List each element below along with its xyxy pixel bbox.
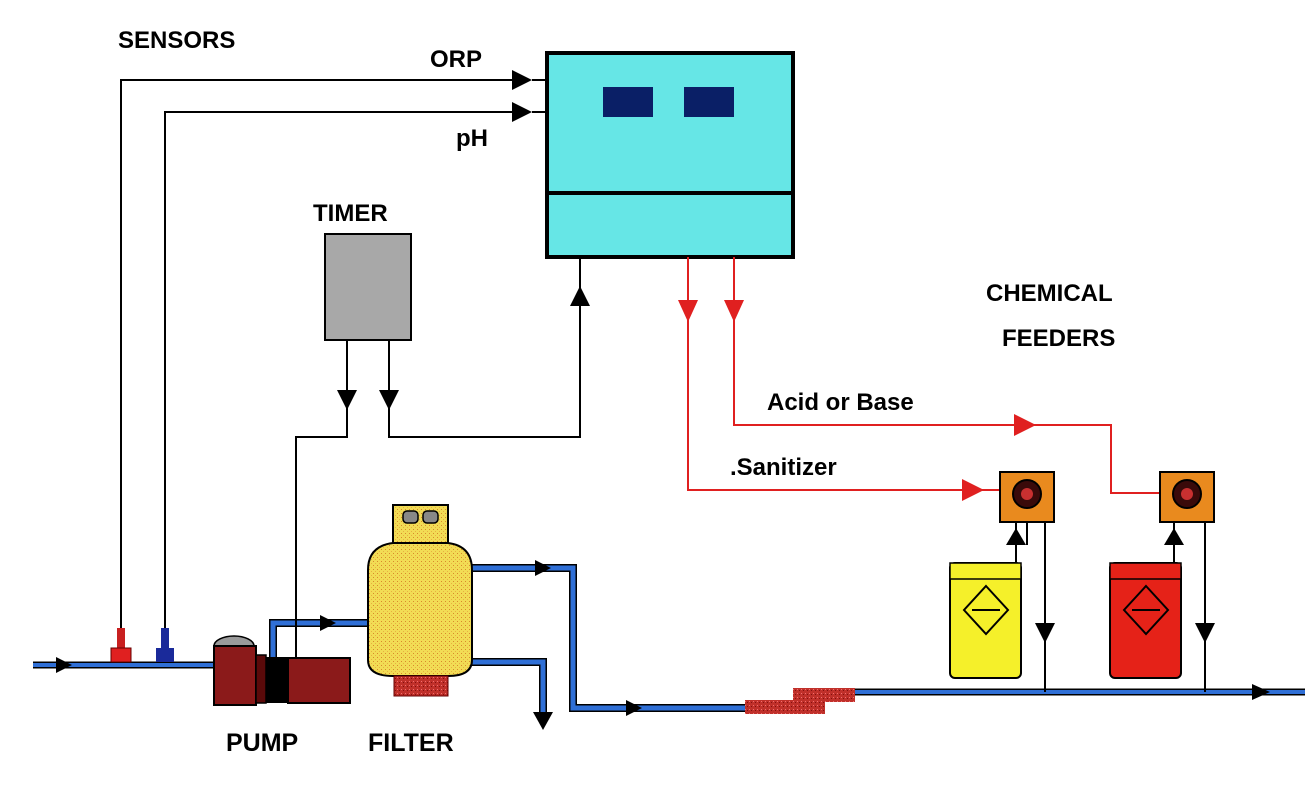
controller — [545, 51, 795, 259]
controller-display-left — [603, 87, 653, 117]
arrow-down-icon — [1035, 623, 1055, 643]
ph-label: pH — [456, 125, 488, 152]
arrow-right-icon — [1014, 414, 1036, 436]
arrow-down-icon — [533, 712, 553, 730]
timer-box — [324, 233, 412, 341]
arrow-right-icon — [512, 102, 532, 122]
timer-label: TIMER — [313, 200, 388, 227]
arrow-down-icon — [724, 300, 744, 322]
filter-drain-pipe — [470, 658, 547, 712]
arrow-right-icon — [535, 560, 551, 576]
arrow-right-icon — [512, 70, 532, 90]
pump — [213, 635, 351, 706]
pump-label: PUMP — [226, 729, 298, 757]
arrow-right-icon — [962, 479, 984, 501]
arrow-down-icon — [379, 390, 399, 410]
arrow-up-icon — [1164, 528, 1184, 545]
chemical-lines — [687, 257, 1160, 494]
chemical-feeders-label-line1: CHEMICAL — [986, 280, 1113, 307]
sensors-label: SENSORS — [118, 27, 235, 54]
arrow-right-icon — [626, 700, 642, 716]
flow-arrows — [56, 560, 1270, 730]
acid-base-line — [733, 257, 1160, 494]
filter — [367, 504, 473, 697]
chemical-feeders-label-line2: FEEDERS — [1002, 325, 1115, 352]
sanitizer-line — [687, 257, 1000, 491]
arrow-right-icon — [320, 615, 336, 631]
sanitizer-tank — [949, 562, 1022, 679]
acid-or-base-label: Acid or Base — [767, 389, 914, 416]
ph-signal-line — [164, 111, 515, 628]
orp-sensor — [110, 628, 132, 663]
water-piping — [33, 564, 1305, 714]
acid-feeder — [1109, 471, 1215, 692]
arrow-down-icon — [678, 300, 698, 322]
ph-sensor — [156, 628, 174, 662]
orp-label: ORP — [430, 46, 482, 73]
arrow-right-icon — [1252, 684, 1270, 700]
controller-display-right — [684, 87, 734, 117]
arrow-down-icon — [1195, 623, 1215, 643]
arrow-up-icon — [570, 286, 590, 306]
heater-segment — [745, 700, 825, 714]
timer-wiring — [295, 257, 581, 662]
orp-signal-line — [120, 79, 515, 628]
filter-label: FILTER — [368, 729, 454, 757]
arrow-right-icon — [56, 657, 72, 673]
filter-return-pipe — [470, 564, 745, 712]
sanitizer-label: .Sanitizer — [730, 454, 837, 481]
acid-tank — [1109, 562, 1182, 679]
sanitizer-feeder — [949, 471, 1055, 692]
arrow-down-icon — [337, 390, 357, 410]
